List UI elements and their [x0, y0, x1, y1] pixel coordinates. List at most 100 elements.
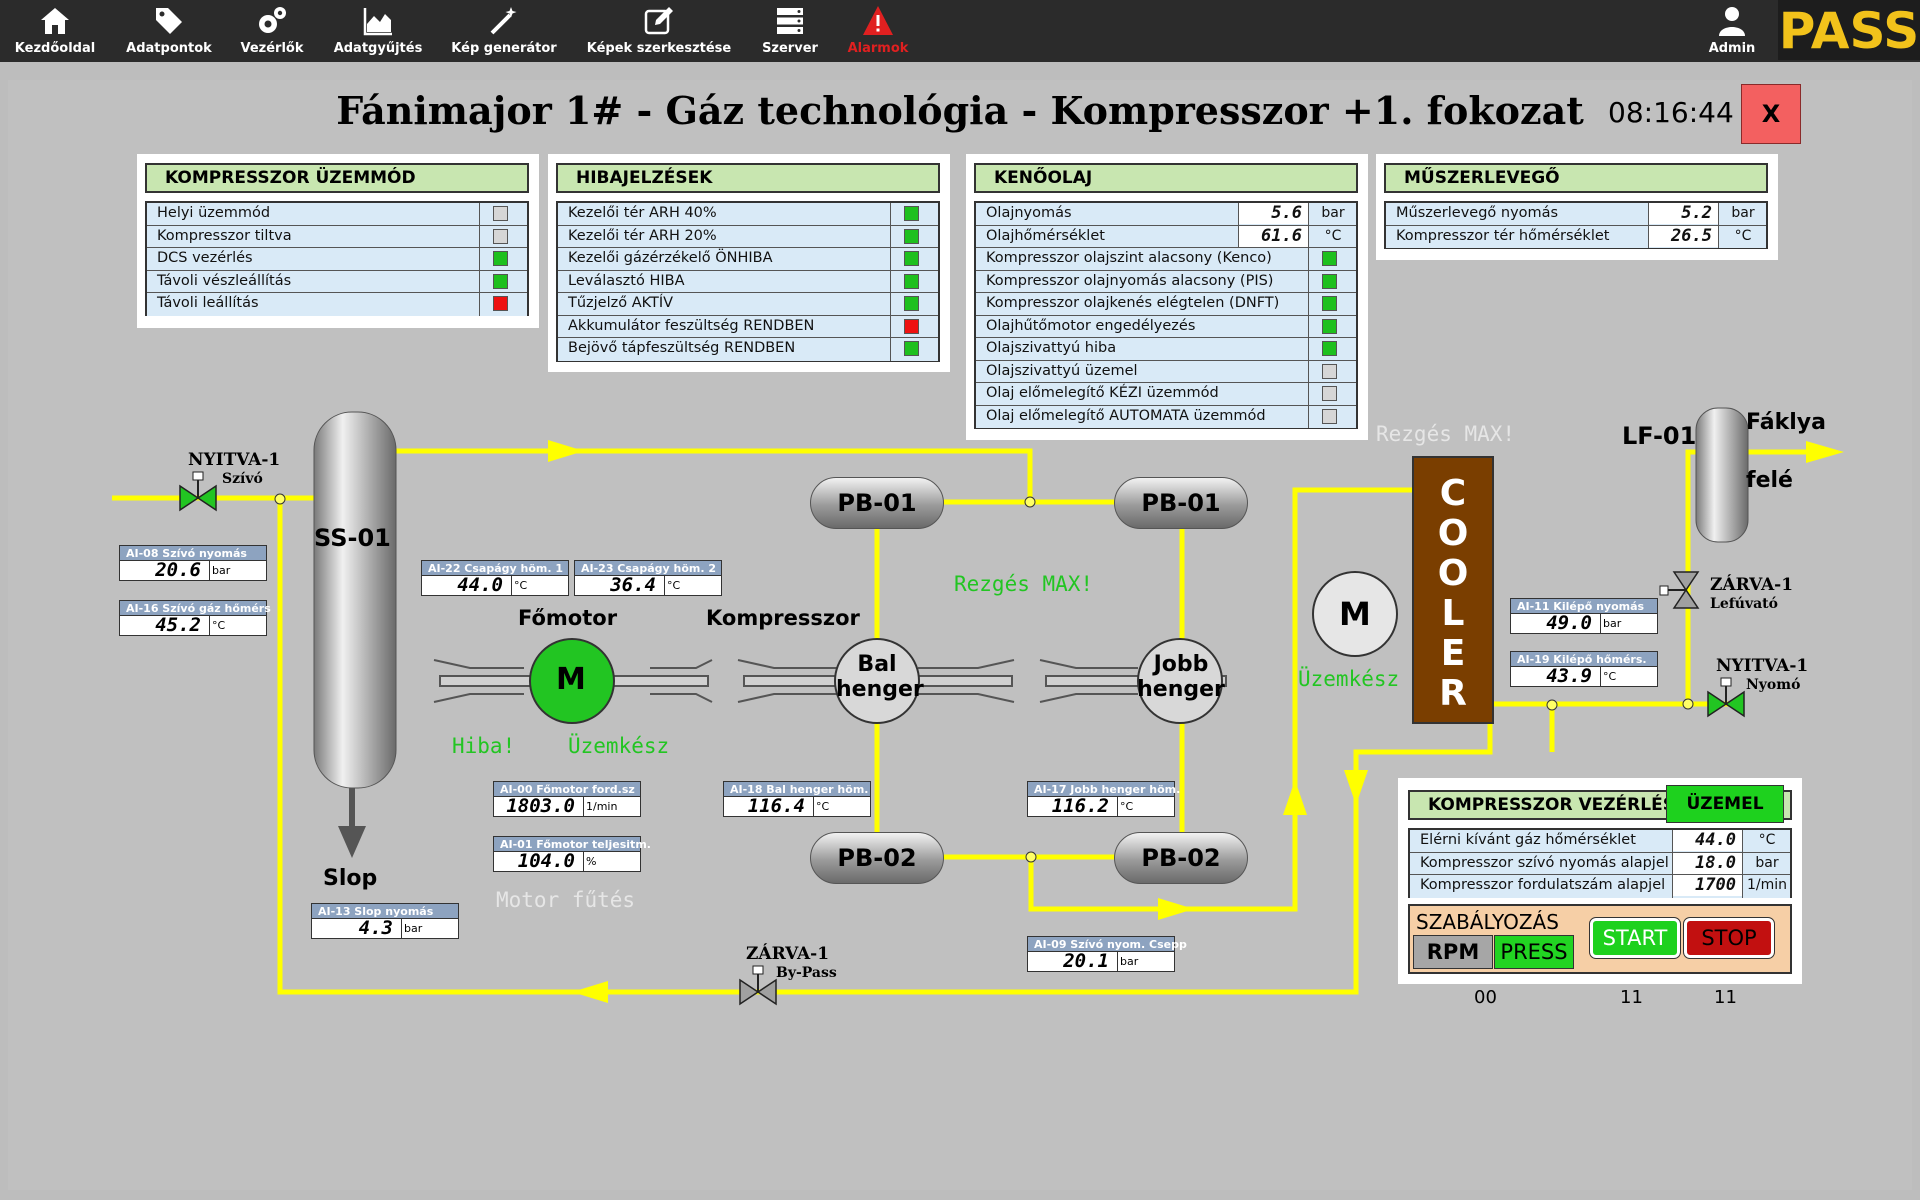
logo-text: PASS	[1779, 2, 1920, 60]
status-indicator	[904, 341, 919, 356]
pipe-to-pb01	[392, 448, 1033, 502]
nav-data-collection[interactable]: Adatgyűjtés	[330, 0, 426, 62]
suction-valve-state: NYITVA-1	[188, 450, 281, 470]
tag-ai01: AI-01 Főmotor teljesitm.104.0%	[493, 836, 651, 872]
pass-logo: PASS	[1778, 0, 1920, 60]
edit-icon	[644, 7, 673, 35]
tags-icon	[156, 8, 182, 34]
shaft	[1045, 675, 1227, 687]
junction	[1546, 699, 1558, 711]
nav-alarms[interactable]: Alarmok	[844, 0, 912, 62]
vibration-alarm-cooler: Rezgés MAX!	[1376, 422, 1516, 446]
status-indicator	[1322, 341, 1337, 356]
oil-row: Kompresszor olajnyomás alacsony (PIS)	[976, 270, 1356, 293]
arrow-up	[1283, 780, 1307, 815]
press-button[interactable]: PRESS	[1494, 935, 1574, 969]
separator-vessel	[313, 411, 397, 789]
lf01-label: LF-01	[1622, 422, 1697, 450]
tag-ai18: AI-18 Bal henger höm.116.4°C	[723, 781, 871, 817]
rpm-button[interactable]: RPM	[1413, 935, 1493, 969]
junction	[1682, 698, 1694, 710]
status-indicator	[1322, 386, 1337, 401]
user-icon	[1719, 7, 1745, 36]
vent-valve[interactable]	[1659, 571, 1700, 609]
cooler-motor-ready-status: Üzemkész	[1298, 667, 1400, 691]
oil-row: Olaj előmelegítő KÉZI üzemmód	[976, 383, 1356, 406]
couplings	[433, 659, 1138, 703]
pressure-valve-name: Nyomó	[1746, 677, 1801, 693]
pipe-bypass-loop	[277, 498, 1493, 995]
oil-row: Kompresszor olajkenés elégtelen (DNFT)	[976, 293, 1356, 316]
nav-controllers-label: Vezérlők	[240, 41, 304, 56]
status-indicator	[904, 228, 919, 244]
main-motor[interactable]	[529, 638, 615, 724]
pipe-cooler-out	[1494, 701, 1555, 752]
pipe-to-flare	[1685, 449, 1806, 704]
valve-actuator	[1720, 677, 1732, 687]
oil-row: Olajszivattyú hiba	[976, 338, 1356, 361]
nav-admin[interactable]: Admin	[1704, 0, 1760, 62]
status-indicator	[904, 318, 919, 334]
fault-row: Kezelői tér ARH 20%	[558, 225, 938, 248]
fault-panel-title: HIBAJELZÉSEK	[556, 163, 940, 193]
flow-arrows	[548, 440, 1844, 1003]
status-indicator	[904, 273, 919, 289]
status-indicator	[1322, 251, 1337, 266]
pb01-right: PB-01	[1114, 477, 1248, 529]
coupling	[433, 659, 713, 703]
nav-server-label: Szerver	[762, 41, 818, 56]
junction	[1025, 851, 1037, 863]
oil-row: Olajszivattyú üzemel	[976, 360, 1356, 383]
status-indicator	[493, 273, 508, 289]
suction-valve[interactable]	[179, 471, 217, 512]
pressure-valve[interactable]	[1707, 677, 1745, 718]
slop-label: Slop	[323, 866, 378, 891]
oil-row: Olaj előmelegítő AUTOMATA üzemmód	[976, 405, 1356, 428]
fault-panel-rows: Kezelői tér ARH 40% Kezelői tér ARH 20% …	[556, 201, 940, 362]
suction-valve-name: Szívó	[222, 471, 263, 487]
fault-row: Leválasztó HIBA	[558, 270, 938, 293]
close-button[interactable]: X	[1741, 84, 1801, 144]
server-icon	[777, 8, 803, 34]
warning-icon	[863, 6, 893, 35]
nav-server[interactable]: Szerver	[754, 0, 826, 62]
cooler-motor-letter: M	[1339, 595, 1371, 633]
valve-actuator	[752, 965, 764, 975]
mode-row: Távoli vészleállítás	[147, 270, 527, 293]
flare-label-1: Fáklya	[1746, 410, 1826, 435]
nav-image-generator-label: Kép generátor	[451, 41, 557, 56]
stop-button[interactable]: STOP	[1683, 917, 1775, 959]
status-indicator	[1322, 318, 1337, 334]
nav-datapoints[interactable]: Adatpontok	[124, 0, 214, 62]
bypass-valve[interactable]	[739, 965, 777, 1006]
status-indicator	[1322, 273, 1337, 289]
tag-ai19: AI-19 Kilépő hőmérs.43.9°C	[1510, 651, 1658, 687]
vent-valve-state: ZÁRVA-1	[1710, 575, 1794, 595]
cooler-fan-motor[interactable]	[1312, 571, 1398, 657]
nav-image-editor[interactable]: Képek szerkesztése	[584, 0, 734, 62]
compressor-label: Kompresszor	[706, 606, 860, 630]
nav-home[interactable]: Kezdőoldal	[12, 0, 98, 62]
status-indicator	[904, 206, 919, 221]
arrow-right	[548, 440, 584, 462]
valve-actuator	[1659, 585, 1669, 596]
nav-controllers[interactable]: Vezérlők	[238, 0, 306, 62]
mode-row: Kompresszor tiltva	[147, 225, 527, 248]
coupling	[737, 659, 1015, 703]
nav-image-generator[interactable]: Kép generátor	[448, 0, 560, 62]
fault-row: Kezelői tér ARH 40%	[558, 203, 938, 226]
pipe-junctions	[274, 493, 1694, 863]
start-button[interactable]: START	[1589, 917, 1681, 959]
nav-image-editor-label: Képek szerkesztése	[586, 41, 732, 56]
arrow-left	[572, 981, 608, 1003]
